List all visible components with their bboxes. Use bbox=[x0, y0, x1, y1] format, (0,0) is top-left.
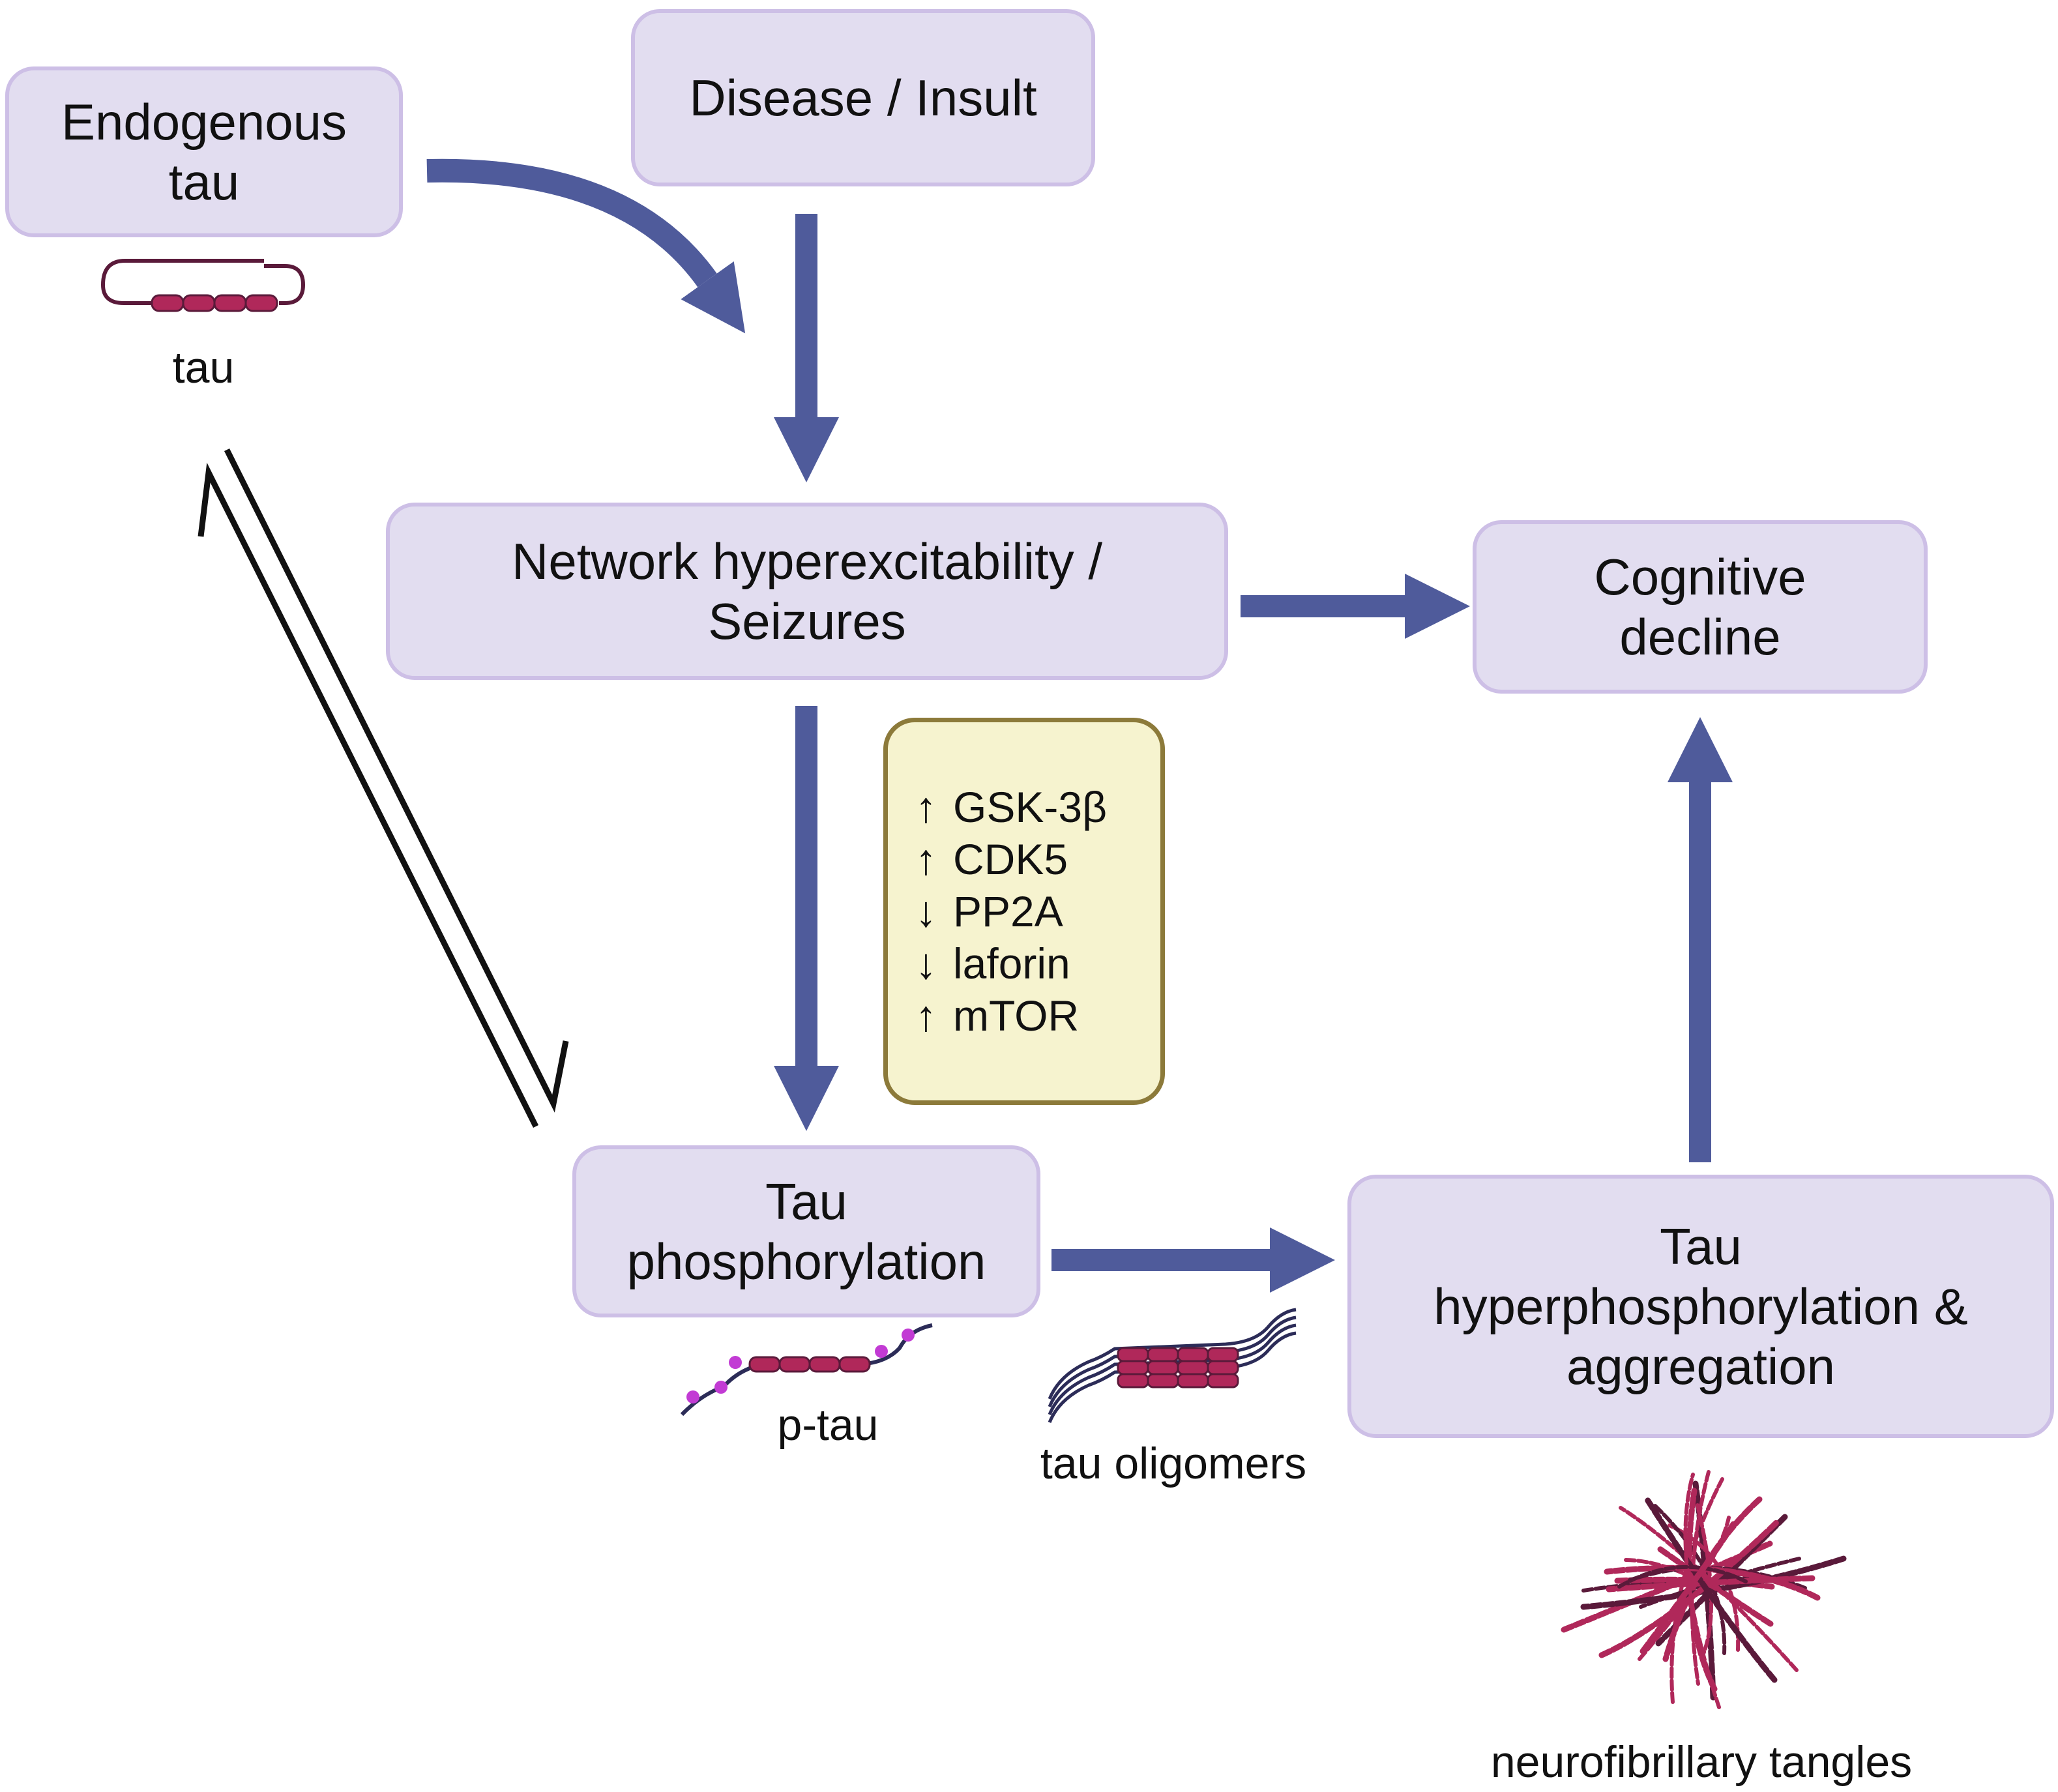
tangle-fibril bbox=[1643, 1495, 1778, 1683]
neurofibrillary-tangles-label: neurofibrillary tangles bbox=[1490, 1737, 1913, 1787]
tangle-fibril bbox=[1639, 1521, 1737, 1654]
enzyme-row: ↑ CDK5 bbox=[915, 833, 1160, 885]
neurofibrillary-tangles-icon bbox=[1561, 1470, 1847, 1709]
network-line-1: Network hyperexcitability / bbox=[512, 533, 1102, 590]
enzyme-name: laforin bbox=[953, 939, 1070, 988]
enzyme-name: GSK-3β bbox=[953, 783, 1108, 831]
network-hyperexcitability-box: Network hyperexcitability / Seizures bbox=[386, 503, 1228, 680]
equilibrium-arrows bbox=[198, 448, 569, 1128]
enzyme-direction: ↑ bbox=[915, 991, 937, 1040]
tangle-fibril bbox=[1604, 1564, 1821, 1601]
tangle-fibril bbox=[1617, 1564, 1748, 1589]
enzyme-regulation-box: ↑ GSK-3β ↑ CDK5 ↓ PP2A ↓ laforin ↑ mTOR bbox=[883, 718, 1165, 1105]
enzyme-name: CDK5 bbox=[953, 835, 1068, 883]
tangle-fibril bbox=[1598, 1518, 1782, 1658]
tau-hyper-line-3: aggregation bbox=[1566, 1338, 1835, 1395]
tangle-fibril bbox=[1683, 1473, 1721, 1709]
equilibrium-arrow-down bbox=[224, 448, 569, 1113]
enzyme-name: mTOR bbox=[953, 991, 1080, 1040]
network-line-2: Seizures bbox=[708, 593, 906, 650]
endogenous-tau-box: Endogenous tau bbox=[5, 66, 403, 237]
tau-hyper-line-1: Tau bbox=[1660, 1218, 1742, 1275]
enzyme-name: PP2A bbox=[953, 887, 1063, 935]
p-tau-molecule-icon bbox=[680, 1323, 933, 1417]
enzyme-row: ↓ laforin bbox=[915, 937, 1160, 990]
enzyme-direction: ↓ bbox=[915, 887, 937, 935]
cognitive-decline-box: Cognitive decline bbox=[1473, 520, 1928, 694]
tau-label: tau bbox=[172, 343, 235, 392]
arrow-endogenous-to-network bbox=[426, 158, 746, 334]
enzyme-direction: ↑ bbox=[915, 783, 937, 831]
tangle-fibril bbox=[1580, 1555, 1847, 1610]
tau-oligomers-label: tau oligomers bbox=[1040, 1439, 1307, 1488]
tau-oligomers-icon bbox=[1048, 1308, 1297, 1423]
endogenous-tau-line-2: tau bbox=[168, 153, 240, 211]
disease-insult-box: Disease / Insult bbox=[631, 9, 1095, 186]
enzyme-row: ↓ PP2A bbox=[915, 885, 1160, 937]
tangle-fibril bbox=[1669, 1477, 1724, 1704]
enzyme-row: ↑ GSK-3β bbox=[915, 781, 1160, 833]
enzyme-direction: ↑ bbox=[915, 835, 937, 883]
cognitive-line-2: decline bbox=[1619, 608, 1781, 666]
tau-phosphorylation-box: Tau phosphorylation bbox=[572, 1145, 1040, 1317]
tau-phos-line-2: phosphorylation bbox=[626, 1233, 986, 1290]
tau-hyper-line-2: hyperphosphorylation & bbox=[1433, 1278, 1968, 1335]
equilibrium-arrow-up bbox=[198, 462, 539, 1128]
tau-molecule-icon bbox=[100, 259, 306, 312]
cognitive-line-1: Cognitive bbox=[1594, 548, 1806, 606]
tau-phos-line-1: Tau bbox=[765, 1173, 847, 1230]
enzyme-row: ↑ mTOR bbox=[915, 990, 1160, 1042]
tau-hyperphosphorylation-box: Tau hyperphosphorylation & aggregation bbox=[1347, 1175, 2054, 1438]
disease-insult-label: Disease / Insult bbox=[689, 69, 1037, 126]
p-tau-label: p-tau bbox=[777, 1400, 879, 1450]
enzyme-direction: ↓ bbox=[915, 939, 937, 988]
endogenous-tau-line-1: Endogenous bbox=[61, 93, 347, 151]
